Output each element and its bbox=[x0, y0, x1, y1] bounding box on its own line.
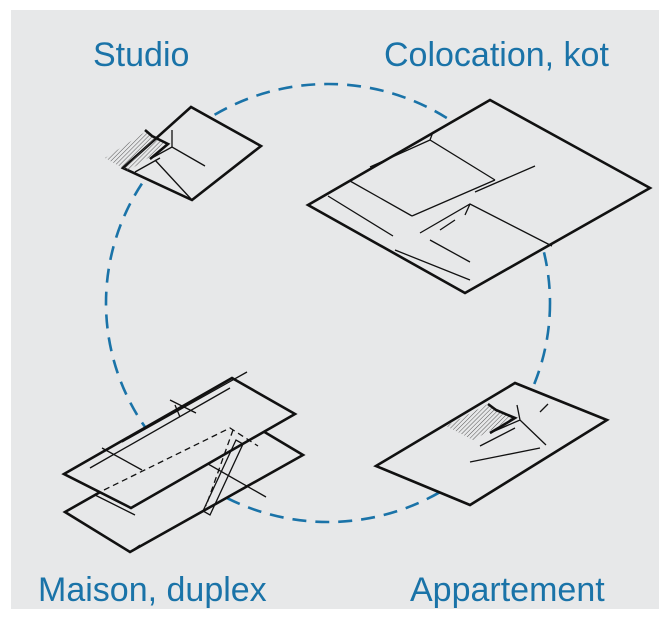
appartement-walls bbox=[469, 403, 549, 463]
colocation-floor bbox=[305, 98, 653, 295]
label-appartement: Appartement bbox=[410, 571, 605, 609]
colocation-plan bbox=[305, 98, 653, 295]
studio-walls bbox=[134, 130, 206, 201]
studio-entrance-notch bbox=[144, 129, 171, 160]
colocation-corridor-gap bbox=[393, 228, 428, 248]
appartement-entrance-notch bbox=[487, 402, 518, 435]
colocation-walls bbox=[327, 131, 553, 281]
appartement-stair-hatch bbox=[446, 404, 513, 440]
studio-plan bbox=[105, 105, 264, 202]
studio-stair-hatch bbox=[105, 132, 168, 171]
maison-upper-floor bbox=[61, 376, 298, 510]
label-colocation-kot: Colocation, kot bbox=[384, 36, 609, 74]
appartement-floor bbox=[373, 381, 610, 507]
studio-floor bbox=[120, 105, 264, 202]
cycle-dashed-circle bbox=[104, 82, 552, 524]
maison-hidden-lines bbox=[103, 427, 259, 507]
maison-staircase bbox=[202, 439, 244, 516]
maison-upper-walls bbox=[89, 371, 248, 471]
label-studio: Studio bbox=[93, 36, 190, 74]
label-maison-duplex: Maison, duplex bbox=[38, 571, 267, 609]
appartement-plan bbox=[373, 381, 610, 507]
maison-plan bbox=[61, 371, 306, 554]
